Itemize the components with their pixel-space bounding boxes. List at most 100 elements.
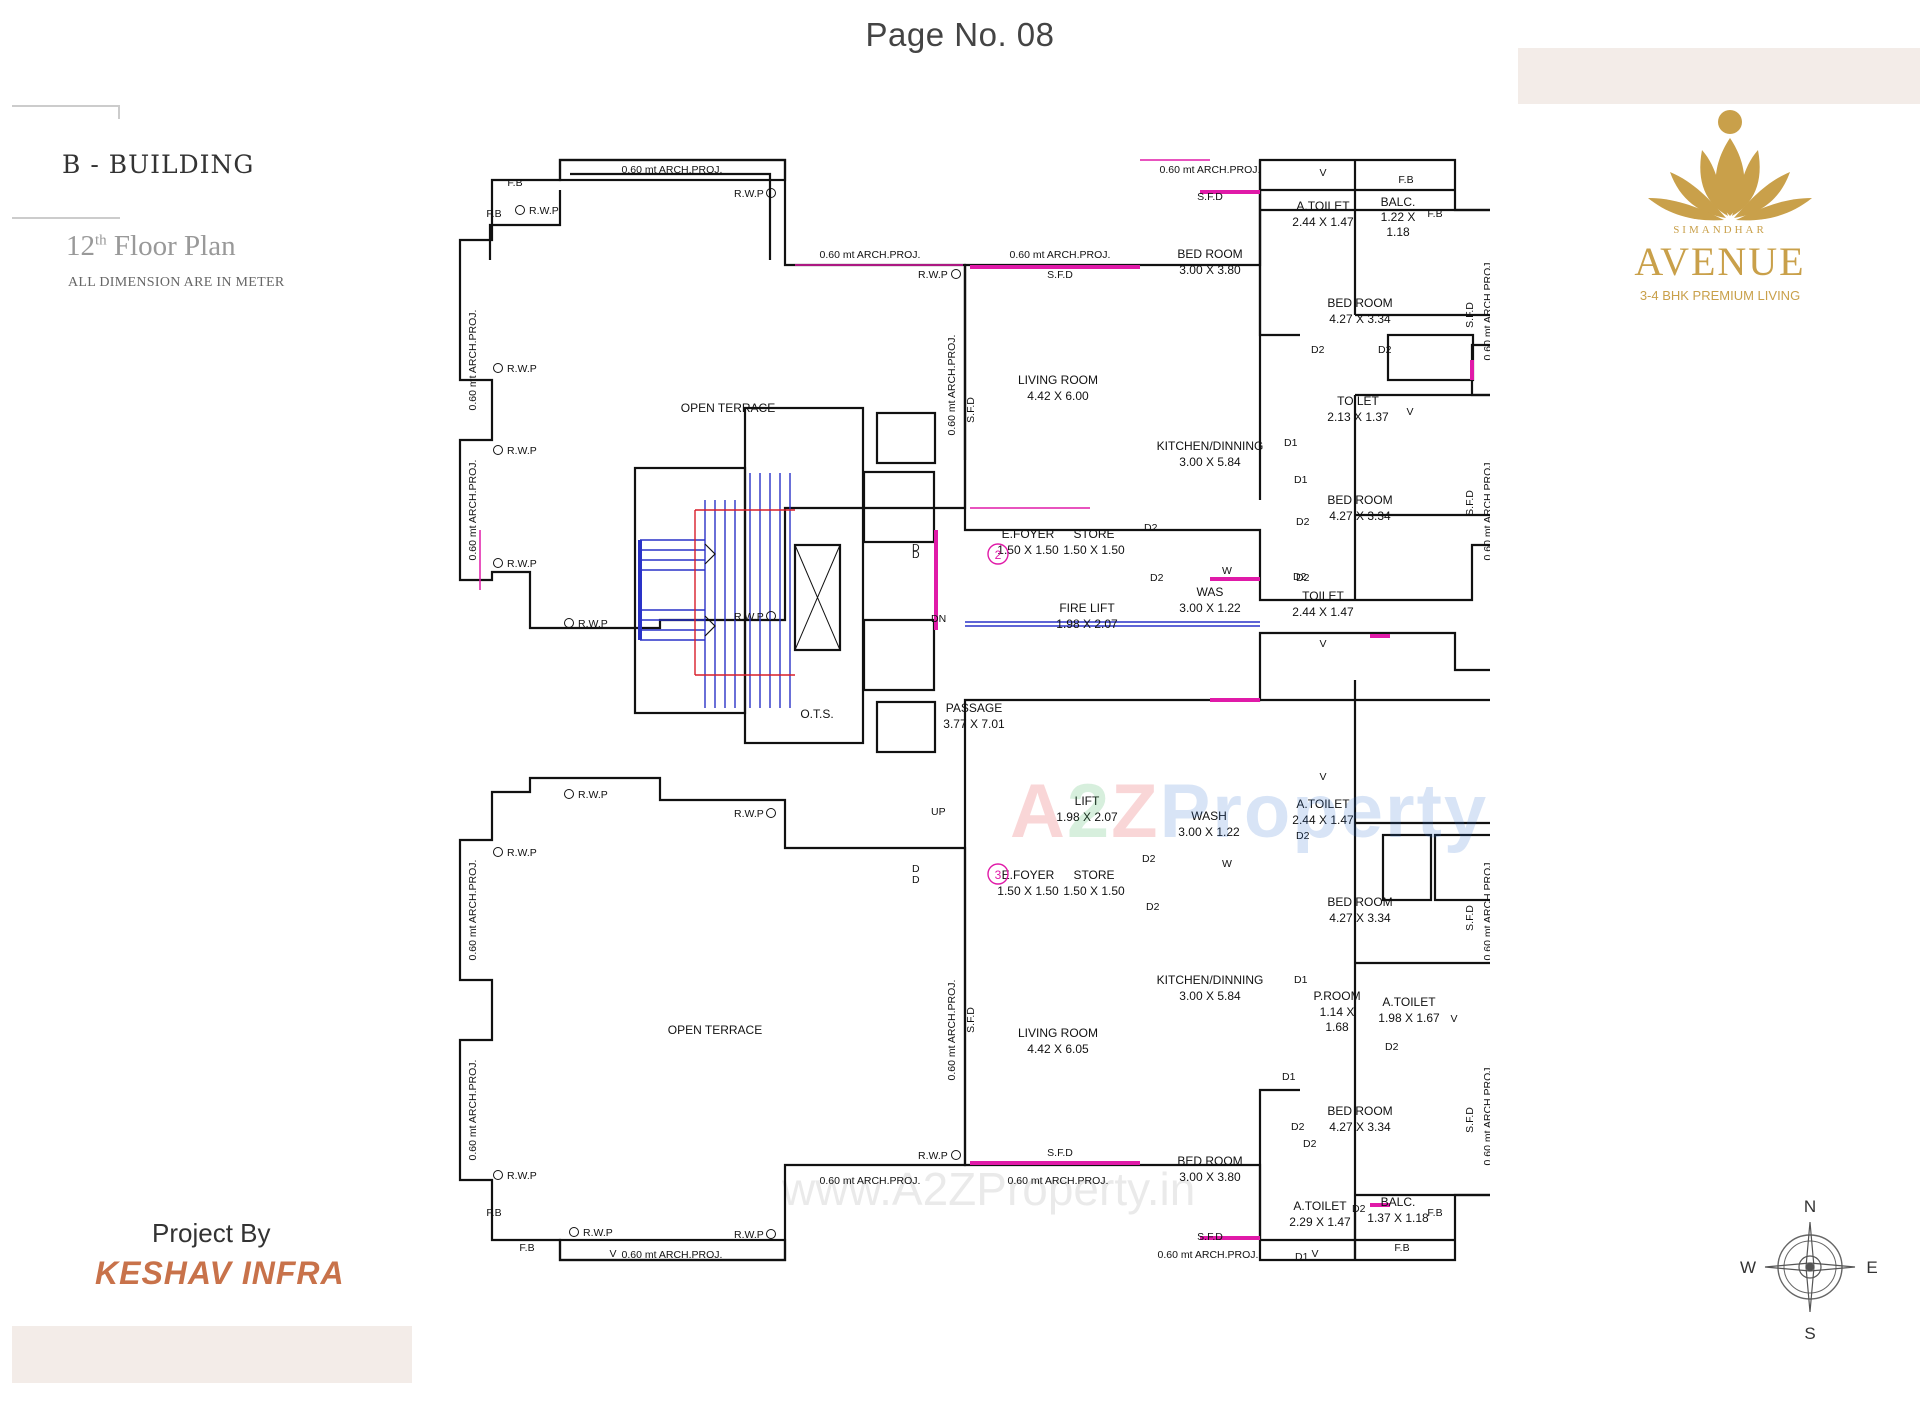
label-rwp: R.W.P — [578, 789, 608, 801]
compass-west: W — [1740, 1258, 1756, 1277]
floor-plan: OPEN TERRACE OPEN TERRACE PASSAGE 3.77 X… — [458, 158, 1490, 1263]
ots-shaft — [793, 543, 842, 652]
room-kitchen-top-size: 3.00 X 5.84 — [1179, 455, 1241, 469]
label-fb: F.B — [1398, 174, 1413, 186]
brand-prefix: SIMANDHAR — [1673, 224, 1767, 236]
page-number: Page No. 08 — [865, 16, 1055, 53]
label-fb: F.B — [507, 177, 522, 189]
label-sfd: S.F.D — [965, 397, 977, 423]
room-balc-top: BALC. — [1381, 195, 1416, 209]
room-fire-lift-size: 1.98 X 2.07 — [1056, 617, 1118, 631]
label-rwp: R.W.P — [507, 847, 537, 859]
watermark-property: Property — [1159, 769, 1489, 854]
room-bed3-bottom-size: 3.00 X 3.80 — [1179, 1170, 1241, 1184]
room-proom-size1: 1.14 X — [1320, 1005, 1355, 1019]
label-fb: F.B — [519, 1242, 534, 1254]
brand-name: AVENUE — [1634, 239, 1806, 284]
label-rwp: R.W.P — [578, 618, 608, 630]
room-lift: LIFT — [1075, 794, 1100, 808]
rwp-markers: R.W.P R.W.P R.W.P R.W.P R.W.P R.W.P R.W.… — [493, 188, 961, 1241]
label-rwp: R.W.P — [507, 558, 537, 570]
label-rwp: R.W.P — [918, 1150, 948, 1162]
room-store-top: STORE — [1073, 527, 1114, 541]
room-store-bottom: STORE — [1073, 868, 1114, 882]
label-fb: F.B — [486, 1207, 501, 1219]
label-fb: F.B — [1427, 208, 1442, 220]
label-up: UP — [931, 806, 946, 818]
label-d1: D1 — [1284, 437, 1298, 449]
label-arch-proj: 0.60 mt ARCH.PROJ. — [820, 1175, 921, 1187]
marker-three-label: 3 — [995, 868, 1002, 882]
passage-walls — [743, 406, 865, 745]
room-was-top-size: 3.00 X 1.22 — [1179, 601, 1241, 615]
marker-two — [987, 543, 1009, 565]
openings — [479, 159, 1474, 1240]
room-efoyer-top: E.FOYER — [1002, 527, 1055, 541]
room-bed3-bottom: BED ROOM — [1177, 1154, 1242, 1168]
compass-east: E — [1866, 1258, 1877, 1277]
room-kitchen-bottom: KITCHEN/DINNING — [1157, 973, 1264, 987]
stair-steps — [640, 473, 791, 708]
label-sfd: S.F.D — [1464, 1107, 1476, 1133]
room-wash-size: 3.00 X 1.22 — [1178, 825, 1240, 839]
top-arch-proj-1 — [558, 158, 787, 182]
label-v: V — [1450, 1013, 1457, 1025]
room-toilet-top-size: 2.44 X 1.47 — [1292, 605, 1354, 619]
label-d: D — [912, 542, 920, 554]
label-arch-proj: 0.60 mt ARCH.PROJ. — [1008, 1175, 1109, 1187]
room-living-top: LIVING ROOM — [1018, 373, 1098, 387]
label-d2: D2 — [1378, 344, 1392, 356]
dimension-note: ALL DIMENSION ARE IN METER — [68, 275, 285, 290]
watermark-a: A — [1010, 769, 1067, 854]
room-toilet-mid: TOILET — [1337, 394, 1379, 408]
room-bed2-top-size: 4.27 X 3.34 — [1329, 312, 1391, 326]
label-sfd: S.F.D — [1047, 269, 1073, 281]
watermark-url: www.A2ZProperty.in — [782, 1163, 1196, 1215]
footer-band — [12, 1326, 412, 1383]
label-d: D — [912, 549, 920, 561]
room-atoilet-b3: A.TOILET — [1293, 1199, 1347, 1213]
room-fire-lift: FIRE LIFT — [1059, 601, 1115, 615]
watermark-logo: A2ZProperty — [1010, 768, 1488, 855]
label-w: W — [1222, 858, 1232, 870]
label-ots: O.T.S. — [800, 707, 833, 721]
lotus-logo-icon — [1648, 110, 1812, 221]
label-arch-proj: 0.60 mt ARCH.PROJ. — [1160, 164, 1261, 176]
room-living-top-size: 4.42 X 6.00 — [1027, 389, 1089, 403]
label-d: D — [912, 863, 920, 875]
room-kitchen-top: KITCHEN/DINNING — [1157, 439, 1264, 453]
room-atoilet-top-size: 2.44 X 1.47 — [1292, 215, 1354, 229]
label-rwp: R.W.P — [734, 188, 764, 200]
room-proom: P.ROOM — [1313, 989, 1360, 1003]
room-atoilet-b2-size: 1.98 X 1.67 — [1378, 1011, 1440, 1025]
floor-number: 12 — [66, 230, 95, 262]
label-arch-proj: 0.60 mt ARCH.PROJ. — [467, 460, 479, 561]
label-sfd: S.F.D — [1047, 1147, 1073, 1159]
room-atoilet-b2: A.TOILET — [1382, 995, 1436, 1009]
label-d1: D1 — [1282, 1071, 1296, 1083]
label-d2: D2 — [1150, 572, 1164, 584]
room-atoilet-b1-size: 2.44 X 1.47 — [1292, 813, 1354, 827]
room-bed1-top-size: 3.00 X 3.80 — [1179, 263, 1241, 277]
room-store-bottom-size: 1.50 X 1.50 — [1063, 884, 1125, 898]
label-rwp: R.W.P — [918, 269, 948, 281]
floor-suffix: th — [95, 232, 107, 249]
label-d2: D2 — [1311, 344, 1325, 356]
compass-north: N — [1804, 1197, 1816, 1216]
title-frame — [12, 105, 120, 219]
label-sfd: S.F.D — [1464, 905, 1476, 931]
label-sfd: S.F.D — [1464, 302, 1476, 328]
header-band — [1518, 48, 1920, 104]
room-passage-size: 3.77 X 7.01 — [943, 717, 1005, 731]
label-arch-proj: 0.60 mt ARCH.PROJ. — [622, 164, 723, 176]
room-toilet-mid-size: 2.13 X 1.37 — [1327, 410, 1389, 424]
label-arch-proj: 0.60 mt ARCH.PROJ. — [946, 980, 958, 1081]
room-balc-top-size1: 1.22 X — [1381, 210, 1416, 224]
terrace-bottom-outline — [458, 776, 967, 1262]
marker-two-label: 2 — [995, 548, 1002, 562]
floor-plan-title: 12th Floor Plan — [66, 230, 236, 263]
label-sfd: S.F.D — [1197, 1231, 1223, 1243]
label-rwp: R.W.P — [583, 1227, 613, 1239]
label-rwp: R.W.P — [734, 1229, 764, 1241]
label-d2: D2 — [1296, 572, 1310, 584]
